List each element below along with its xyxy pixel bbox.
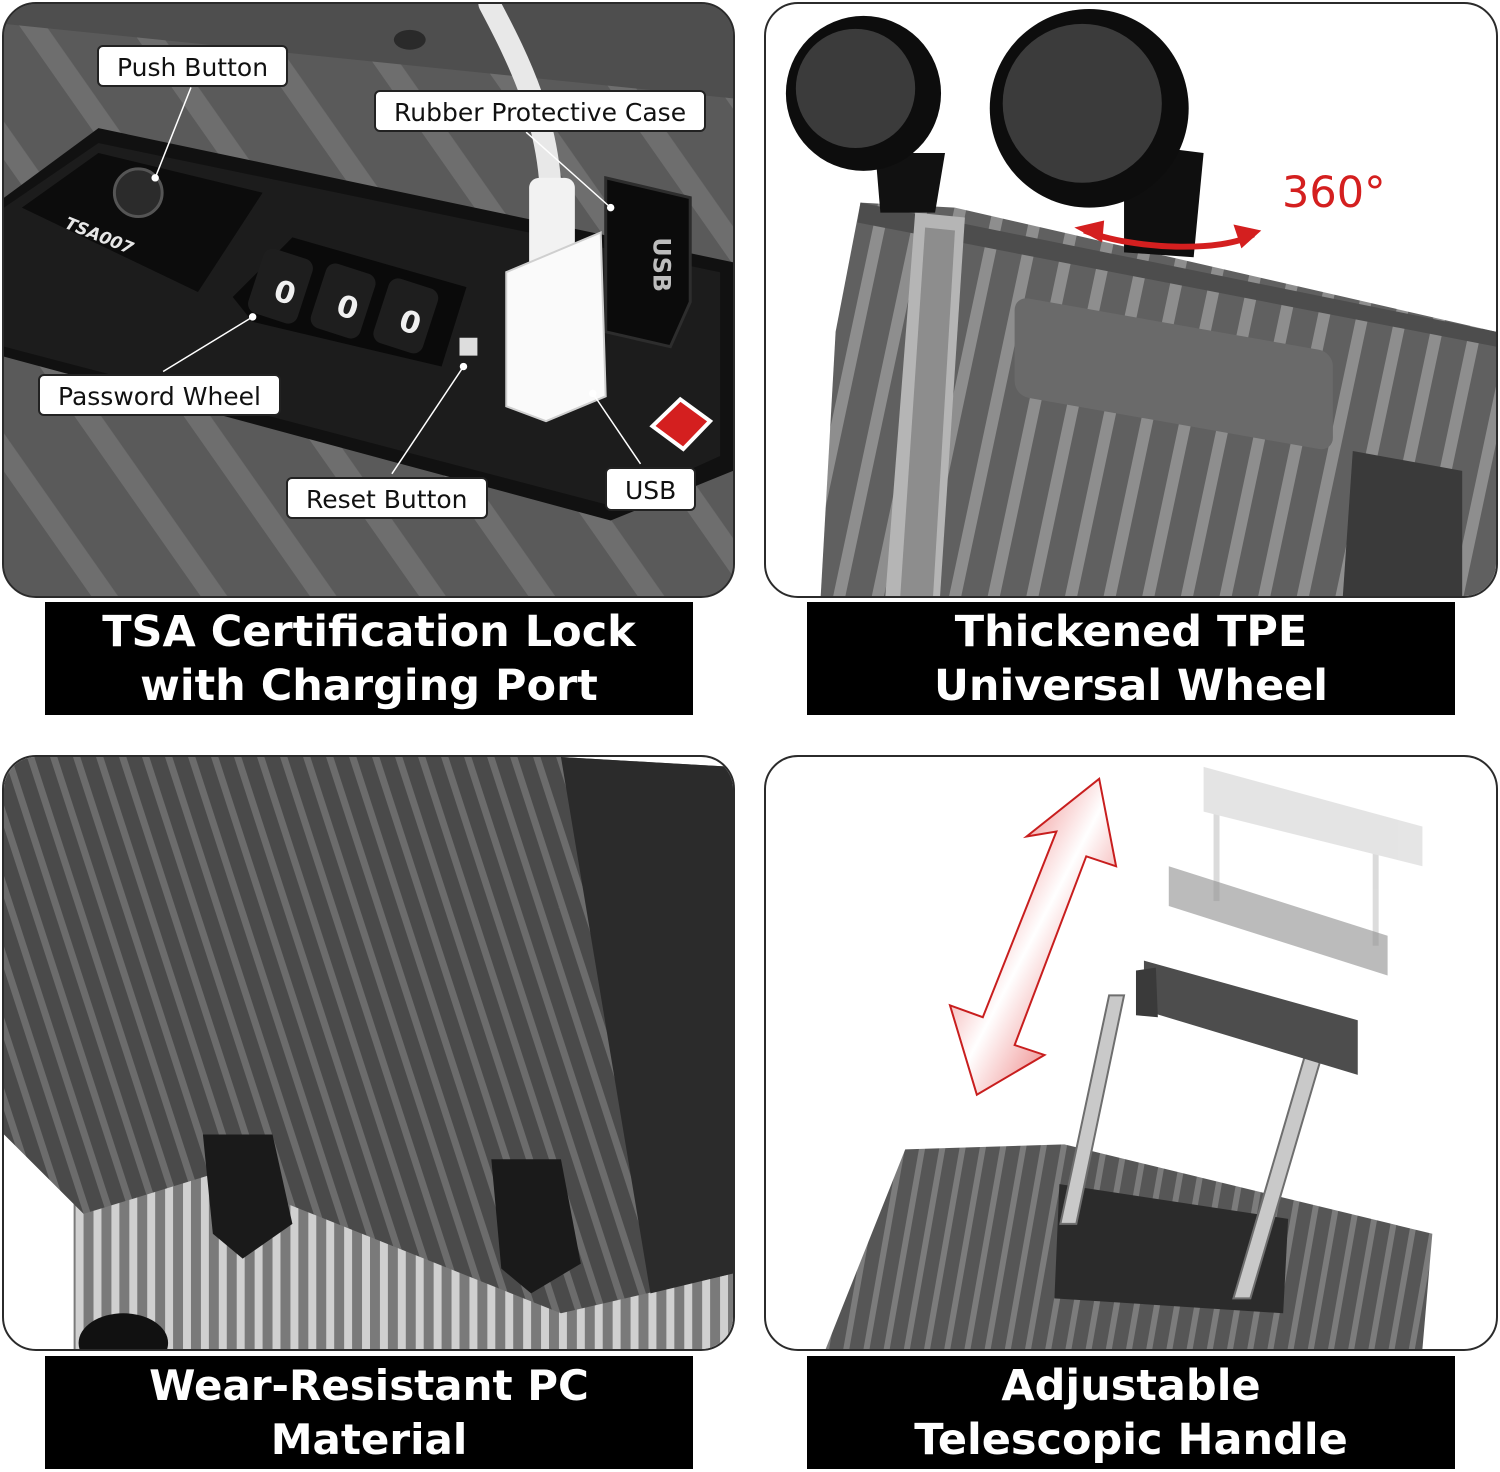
telescopic-handle-caption-line2: Telescopic Handle	[914, 1414, 1348, 1465]
reset-button-graphic	[459, 337, 478, 356]
usb-plug-graphic	[505, 230, 607, 423]
tsa-lock-panel: TSA007 0 0 0 USB Push Button R	[2, 2, 735, 598]
tsa-lock-caption-line1: TSA Certification Lock	[102, 606, 636, 657]
telescopic-handle-caption: Adjustable Telescopic Handle	[807, 1356, 1455, 1469]
tsa-lock-caption: TSA Certification Lock with Charging Por…	[45, 602, 693, 715]
wheel-caption-line2: Universal Wheel	[933, 660, 1329, 711]
callout-push-button: Push Button	[97, 45, 289, 87]
wheel-panel	[764, 2, 1498, 598]
spinner-wheel-right	[989, 8, 1204, 258]
wheel-illustration	[785, 8, 1496, 596]
handle-middle-ghost	[1168, 866, 1388, 976]
pc-material-illustration	[4, 757, 733, 1349]
tsa-lock-caption-line2: with Charging Port	[140, 660, 598, 711]
telescopic-handle-illustration	[825, 766, 1433, 1349]
wheel-caption: Thickened TPE Universal Wheel	[807, 602, 1455, 715]
password-wheel-dials: 0 0 0	[248, 248, 439, 354]
adjust-double-arrow-icon	[948, 777, 1118, 1097]
telescopic-handle	[1059, 960, 1358, 1300]
pc-material-panel	[2, 755, 735, 1351]
pc-material-caption-line1: Wear-Resistant PC Material	[149, 1360, 589, 1464]
callout-usb: USB	[605, 467, 697, 511]
telescopic-handle-caption-line1: Adjustable	[1001, 1360, 1261, 1411]
rotation-label: 360°	[1282, 168, 1386, 218]
keyhole-icon	[112, 167, 164, 219]
rotation-arrow-icon	[1074, 220, 1262, 250]
spinner-wheel-left	[785, 15, 946, 213]
tsa-diamond-icon	[649, 396, 714, 452]
handle-extended-ghost	[1203, 766, 1423, 946]
callout-password-wheel: Password Wheel	[38, 374, 281, 416]
usb-port-label: USB	[647, 237, 675, 292]
pc-material-caption: Wear-Resistant PC Material	[45, 1356, 693, 1469]
telescopic-handle-panel	[764, 755, 1498, 1351]
callout-rubber-case: Rubber Protective Case	[374, 90, 707, 132]
wheel-caption-line1: Thickened TPE	[954, 606, 1308, 657]
callout-reset-button: Reset Button	[286, 477, 488, 519]
